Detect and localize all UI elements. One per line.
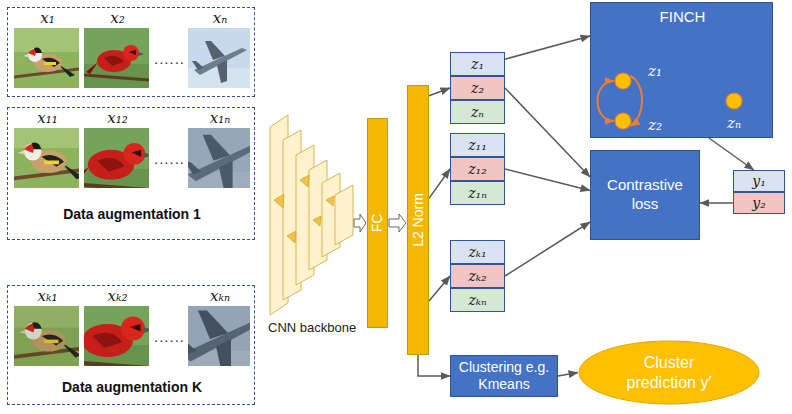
point-shape [614,72,632,90]
embedding-cell: z₁₂ [450,157,505,181]
prediction-ellipse: Cluster prediction y′ [578,340,760,405]
flow-arrow [505,222,590,276]
clustering-box: Clustering e.g. Kmeans [450,355,558,397]
augmentation-label: Data augmentation 1 [63,206,201,222]
embedding-cell: z₁ₙ [450,181,505,205]
node-text: z₁₂ [468,161,487,177]
point-shape [614,112,632,130]
circle-outline [615,73,631,89]
node-text: zₖₙ [468,292,486,308]
flow-arrow [505,88,590,177]
flow-arrow [558,373,578,377]
node-text: FC [369,214,385,233]
cluster-point: z₁ [614,72,632,90]
component-label: CNN backbone [268,320,356,335]
input-label: x₁₁ [37,109,58,127]
input-label: xₖₙ [210,287,230,305]
flow-arrow [429,276,450,301]
circle-outline [615,113,631,129]
ellipsis: ...... [154,50,185,67]
input-label: x₁ₙ [210,109,231,127]
input-label: xₖ₁ [38,287,58,305]
node-text: Clustering e.g. Kmeans [455,359,553,393]
cluster-point: zₙ [725,92,743,110]
loss-box: Contrastive loss [590,150,700,240]
cluster-point: z₂ [614,112,632,130]
embedding-cell: zₖₙ [450,288,505,312]
point-label: zₙ [727,114,741,132]
node-text: y₁ [752,173,766,189]
pseudo-label-cell: y₂ [733,192,785,214]
node-text: z₁ [471,56,484,72]
cycle-arc [630,76,642,126]
augmentation-group: x₁ x₂...... xₙ [7,7,255,97]
input-label: xₖ₂ [108,287,128,305]
finch-panel: FINCH z₁ z₂ zₙ [590,2,773,138]
node-text: L2 Norm [410,193,426,247]
circle-outline [726,93,742,109]
block-arrow [389,214,406,232]
point-shape [725,92,743,110]
input-label: x₁ [40,9,54,27]
input-label: xₙ [213,9,228,27]
augmentation-group: xₖ₁ xₖ₂...... xₖₙData augmentation K [7,285,255,405]
embedding-cell: zₖ₂ [450,264,505,288]
panel-title: FINCH [660,8,706,25]
l2-norm-layer: L2 Norm [407,85,429,355]
embedding-cell: z₁₁ [450,133,505,157]
fc-layer: FC [367,118,388,328]
node-text: z₁ₙ [468,185,487,201]
ellipsis: ...... [154,150,185,167]
node-text: zₙ [471,104,484,120]
ellipse-shape [578,340,760,405]
point-label: z₂ [648,116,662,134]
embedding-cell: zₙ [450,100,505,124]
input-label: x₁₂ [107,109,128,127]
flow-arrow [505,36,590,59]
embedding-cell: zₖ₁ [450,240,505,264]
node-text: y₂ [752,195,766,211]
pseudo-label-cell: y₁ [733,170,785,192]
node-text: zₖ₂ [468,268,486,284]
flow-arrow [709,138,754,170]
embedding-cell: z₁ [450,52,505,76]
flow-arrow [505,169,590,191]
node-text: z₂ [471,80,484,96]
flow-arrow [700,202,733,204]
embedding-cell: z₂ [450,76,505,100]
flow-arrow [418,355,450,376]
flow-arrow [429,88,450,96]
ellipsis: ...... [154,328,185,345]
cycle-arc [598,81,615,121]
node-text: Cluster prediction y′ [609,353,729,391]
node-text: zₖ₁ [468,244,486,260]
node-text: z₁₁ [468,137,487,153]
input-label: x₂ [110,9,124,27]
ellipse-outline [579,341,759,404]
augmentation-group: x₁₁ x₁₂...... x₁ₙData augmentation 1 [7,107,255,240]
flow-arrow [429,169,450,198]
point-label: z₁ [648,62,662,80]
node-text: Contrastive loss [595,176,695,214]
augmentation-label: Data augmentation K [62,379,202,395]
